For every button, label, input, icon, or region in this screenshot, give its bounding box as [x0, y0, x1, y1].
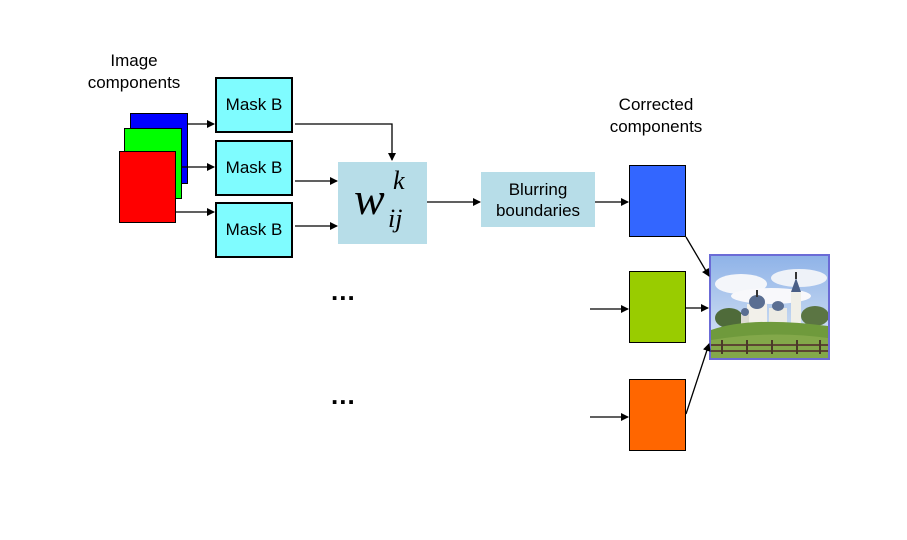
blurring-boundaries-line1: Blurring — [508, 179, 568, 199]
blurring-boundaries-box: Blurring boundaries — [481, 172, 595, 227]
corrected-components-label-line2: components — [609, 117, 703, 136]
mask-b-box-2: Mask B — [215, 140, 293, 196]
corrected-components-label: Corrected components — [596, 94, 716, 138]
image-components-label: Image components — [76, 50, 192, 94]
weight-symbol: w — [354, 173, 385, 224]
blurring-boundaries-line2: boundaries — [495, 200, 581, 220]
arrow-mask-1-to-weight — [295, 123, 396, 161]
result-photo — [709, 254, 830, 360]
corrected-component-blue — [629, 165, 686, 237]
mask-b-label-2: Mask B — [225, 158, 283, 177]
weight-box: w k ij — [338, 162, 427, 244]
corrected-component-green — [629, 271, 686, 343]
arrow-orange-to-photo — [685, 343, 711, 415]
corrected-component-orange — [629, 379, 686, 451]
image-components-label-line1: Image — [110, 51, 158, 70]
mask-b-label-1: Mask B — [225, 95, 283, 114]
mask-b-label-3: Mask B — [225, 220, 283, 239]
mask-b-box-1: Mask B — [215, 77, 293, 133]
weight-subscript: ij — [388, 204, 403, 233]
image-components-label-line2: components — [87, 73, 181, 92]
mask-b-box-3: Mask B — [215, 202, 293, 258]
input-component-red — [119, 151, 176, 223]
corrected-components-label-line1: Corrected — [618, 95, 694, 114]
ellipsis-1: ... — [331, 276, 356, 306]
ellipsis-2: ... — [331, 380, 356, 410]
arrow-blue-to-photo — [685, 236, 710, 277]
church-photo-illustration — [711, 256, 828, 358]
weight-superscript: k — [393, 166, 405, 195]
